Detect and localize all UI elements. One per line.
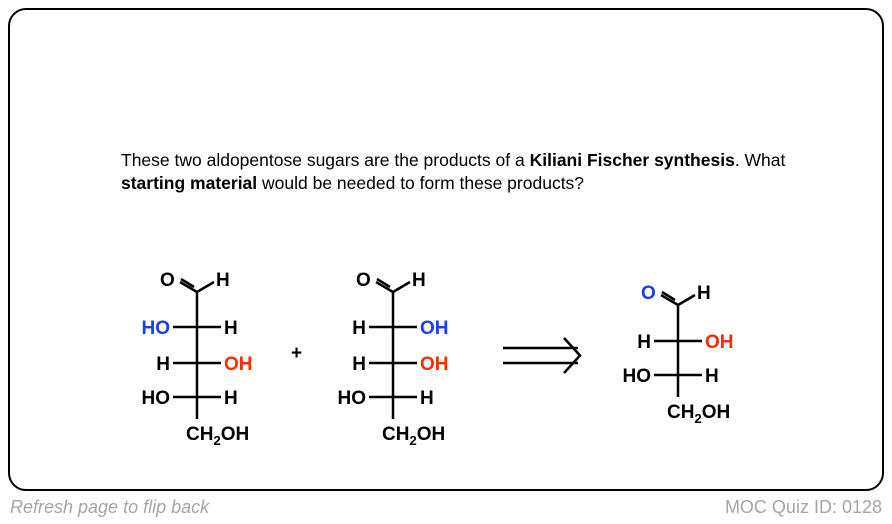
- right-substituent: H: [705, 366, 719, 387]
- question-part: . What: [734, 150, 786, 170]
- refresh-hint: Refresh page to flip back: [10, 497, 210, 517]
- question-part: would be needed to form these products?: [257, 173, 585, 193]
- plus-sign: +: [291, 343, 302, 364]
- question-bold: Kiliani Fischer synthesis: [529, 150, 735, 170]
- oh-label: OH: [221, 424, 250, 445]
- retrosynthesis-arrow: [503, 337, 582, 374]
- left-substituent: H: [156, 354, 170, 375]
- left-substituent: HO: [142, 318, 171, 339]
- aldehyde-hydrogen: H: [697, 283, 711, 304]
- left-substituent: H: [352, 354, 366, 375]
- carbonyl-oxygen: O: [160, 270, 175, 291]
- left-substituent: HO: [623, 366, 652, 387]
- aldehyde-hydrogen: H: [412, 270, 426, 291]
- aldehyde-hydrogen: H: [216, 270, 230, 291]
- question-text: These two aldopentose sugars are the pro…: [121, 149, 821, 195]
- ch2oh-group: CH2OH: [667, 402, 730, 426]
- ch-label: CH: [667, 402, 694, 423]
- left-substituent: HO: [338, 388, 367, 409]
- ch-label: CH: [382, 424, 409, 445]
- carbonyl-oxygen: O: [641, 283, 656, 304]
- ch2oh-group: CH2OH: [382, 424, 445, 448]
- quiz-id: MOC Quiz ID: 0128: [724, 497, 882, 517]
- right-substituent: H: [224, 318, 238, 339]
- right-substituent: OH: [705, 332, 734, 353]
- left-substituent: H: [637, 332, 651, 353]
- left-substituent: H: [352, 318, 366, 339]
- oh-label: OH: [702, 402, 731, 423]
- right-substituent: H: [224, 388, 238, 409]
- right-substituent: OH: [224, 354, 253, 375]
- subscript-2: 2: [409, 433, 416, 448]
- ch-label: CH: [186, 424, 213, 445]
- question-bold: starting material: [121, 173, 258, 193]
- left-substituent: HO: [142, 388, 171, 409]
- carbonyl-oxygen: O: [356, 270, 371, 291]
- ch2oh-group: CH2OH: [186, 424, 249, 448]
- quiz-card[interactable]: [8, 8, 884, 491]
- subscript-2: 2: [213, 433, 220, 448]
- right-substituent: OH: [420, 318, 449, 339]
- right-substituent: H: [420, 388, 434, 409]
- subscript-2: 2: [694, 411, 701, 426]
- question-part: These two aldopentose sugars are the pro…: [121, 150, 530, 170]
- right-substituent: OH: [420, 354, 449, 375]
- oh-label: OH: [417, 424, 446, 445]
